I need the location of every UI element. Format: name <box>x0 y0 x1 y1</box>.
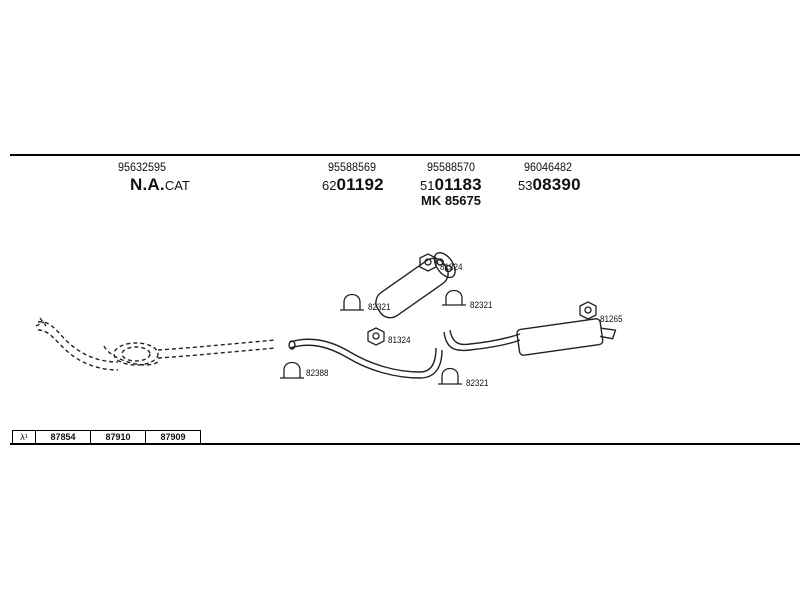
part-number-1: 95632595 <box>118 160 167 174</box>
bottom-divider <box>10 443 800 445</box>
clamp-82321-right-icon <box>442 289 466 306</box>
table-cell-2: 87910 <box>91 431 146 444</box>
part-code-3-main: 01183 <box>434 175 482 194</box>
part-code-2-main: 01192 <box>336 175 384 194</box>
rear-pipe <box>443 329 521 352</box>
part-code-1-suffix: CAT <box>164 178 190 193</box>
kit-number: MK 85675 <box>421 193 481 208</box>
part-code-4: 5308390 <box>518 176 581 194</box>
part-code-3-prefix: 51 <box>420 178 435 193</box>
clamp-82388-icon <box>280 361 304 379</box>
intermediate-pipe <box>288 338 443 379</box>
ref-clamp-rear: 81265 <box>600 314 623 324</box>
part-number-3: 95588570 <box>427 160 476 174</box>
table-cell-1: 87854 <box>36 431 91 444</box>
center-muffler <box>375 252 456 319</box>
clamp-81324-top-icon <box>419 253 437 272</box>
clamp-81265-icon <box>579 301 597 320</box>
part-code-1-main: N.A. <box>130 175 165 194</box>
table-cell-3: 87909 <box>160 432 186 442</box>
part-number-2: 95588569 <box>328 160 377 174</box>
part-code-4-main: 08390 <box>532 175 581 194</box>
ref-clamp-front: 82388 <box>306 368 329 378</box>
part-number-4: 96046482 <box>524 160 573 174</box>
clamp-81324-center-icon <box>367 327 385 346</box>
top-divider <box>10 154 800 156</box>
clamp-82321-bottom-icon <box>438 367 462 385</box>
part-code-1: N.A.CAT <box>130 176 190 194</box>
rear-muffler <box>516 318 617 356</box>
part-code-2: 6201192 <box>322 176 384 194</box>
ref-clamp-top-right: 81324 <box>440 262 463 272</box>
part-code-2-prefix: 62 <box>322 178 337 193</box>
clamp-82321-left-icon <box>340 293 364 311</box>
lambda-symbol: λ¹ <box>13 431 36 444</box>
bottom-reference-table: λ¹ 87854 87910 87909 <box>12 430 201 444</box>
ref-clamp-mid-right: 82321 <box>470 300 493 310</box>
ref-clamp-center: 81324 <box>388 335 411 345</box>
front-pipe-dashed <box>35 317 277 371</box>
ref-clamp-mid-left: 82321 <box>368 302 391 312</box>
part-code-3: 5101183 <box>420 176 482 194</box>
part-code-4-prefix: 53 <box>518 178 533 193</box>
ref-clamp-bottom: 82321 <box>466 378 489 388</box>
